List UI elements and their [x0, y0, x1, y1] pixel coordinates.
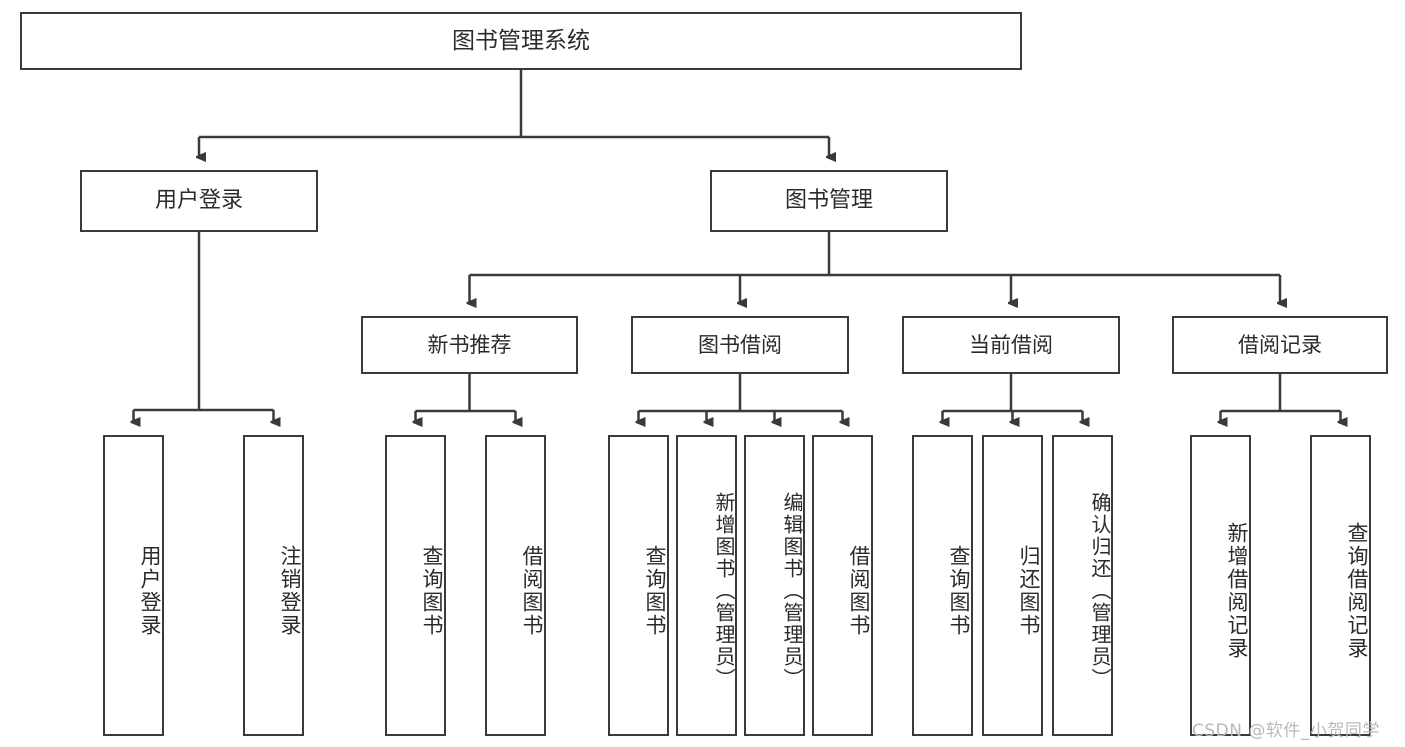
node-current-borrow[interactable]: 当前借阅 [902, 316, 1120, 374]
node-book-manage[interactable]: 图书管理 [710, 170, 948, 232]
node-label: 当前借阅 [969, 332, 1053, 357]
node-label: 确认归还（管理员） [1088, 491, 1112, 690]
node-label: 新增图书（管理员） [712, 491, 736, 690]
node-leaf-query-book-3[interactable]: 查询图书 [912, 435, 973, 736]
node-label: 查询图书 [643, 544, 667, 637]
node-label: 查询图书 [420, 544, 444, 637]
node-label: 借阅图书 [847, 544, 871, 637]
node-label: 查询借阅记录 [1345, 521, 1369, 660]
node-label: 注销登录 [278, 544, 302, 637]
node-label: 编辑图书（管理员） [780, 491, 804, 690]
node-leaf-edit-book[interactable]: 编辑图书（管理员） [744, 435, 805, 736]
node-label: 查询图书 [947, 544, 971, 637]
node-leaf-add-book[interactable]: 新增图书（管理员） [676, 435, 737, 736]
node-leaf-query-book-1[interactable]: 查询图书 [385, 435, 446, 736]
node-label: 图书管理 [784, 188, 873, 214]
node-new-book-recommend[interactable]: 新书推荐 [361, 316, 578, 374]
node-label: 借阅图书 [520, 544, 544, 637]
node-label: 图书管理系统 [452, 27, 590, 54]
node-book-borrow[interactable]: 图书借阅 [631, 316, 849, 374]
node-label: 图书借阅 [698, 332, 782, 357]
node-leaf-borrow-book-2[interactable]: 借阅图书 [812, 435, 873, 736]
node-leaf-user-login[interactable]: 用户登录 [103, 435, 164, 736]
node-label: 归还图书 [1017, 544, 1041, 637]
node-label: 用户登录 [138, 544, 162, 637]
node-user-login[interactable]: 用户登录 [80, 170, 318, 232]
node-leaf-query-book-2[interactable]: 查询图书 [608, 435, 669, 736]
node-leaf-query-record[interactable]: 查询借阅记录 [1310, 435, 1371, 736]
node-leaf-logout[interactable]: 注销登录 [243, 435, 304, 736]
node-label: 借阅记录 [1238, 332, 1322, 357]
node-label: 新增借阅记录 [1225, 521, 1249, 660]
node-label: 用户登录 [154, 188, 243, 214]
node-leaf-confirm-return[interactable]: 确认归还（管理员） [1052, 435, 1113, 736]
csdn-watermark: CSDN @软件_小贺同学 [1192, 721, 1380, 741]
node-leaf-return-book[interactable]: 归还图书 [982, 435, 1043, 736]
node-root[interactable]: 图书管理系统 [20, 12, 1022, 70]
node-leaf-add-record[interactable]: 新增借阅记录 [1190, 435, 1251, 736]
node-borrow-record[interactable]: 借阅记录 [1172, 316, 1388, 374]
node-label: 新书推荐 [427, 332, 512, 357]
node-leaf-borrow-book-1[interactable]: 借阅图书 [485, 435, 546, 736]
